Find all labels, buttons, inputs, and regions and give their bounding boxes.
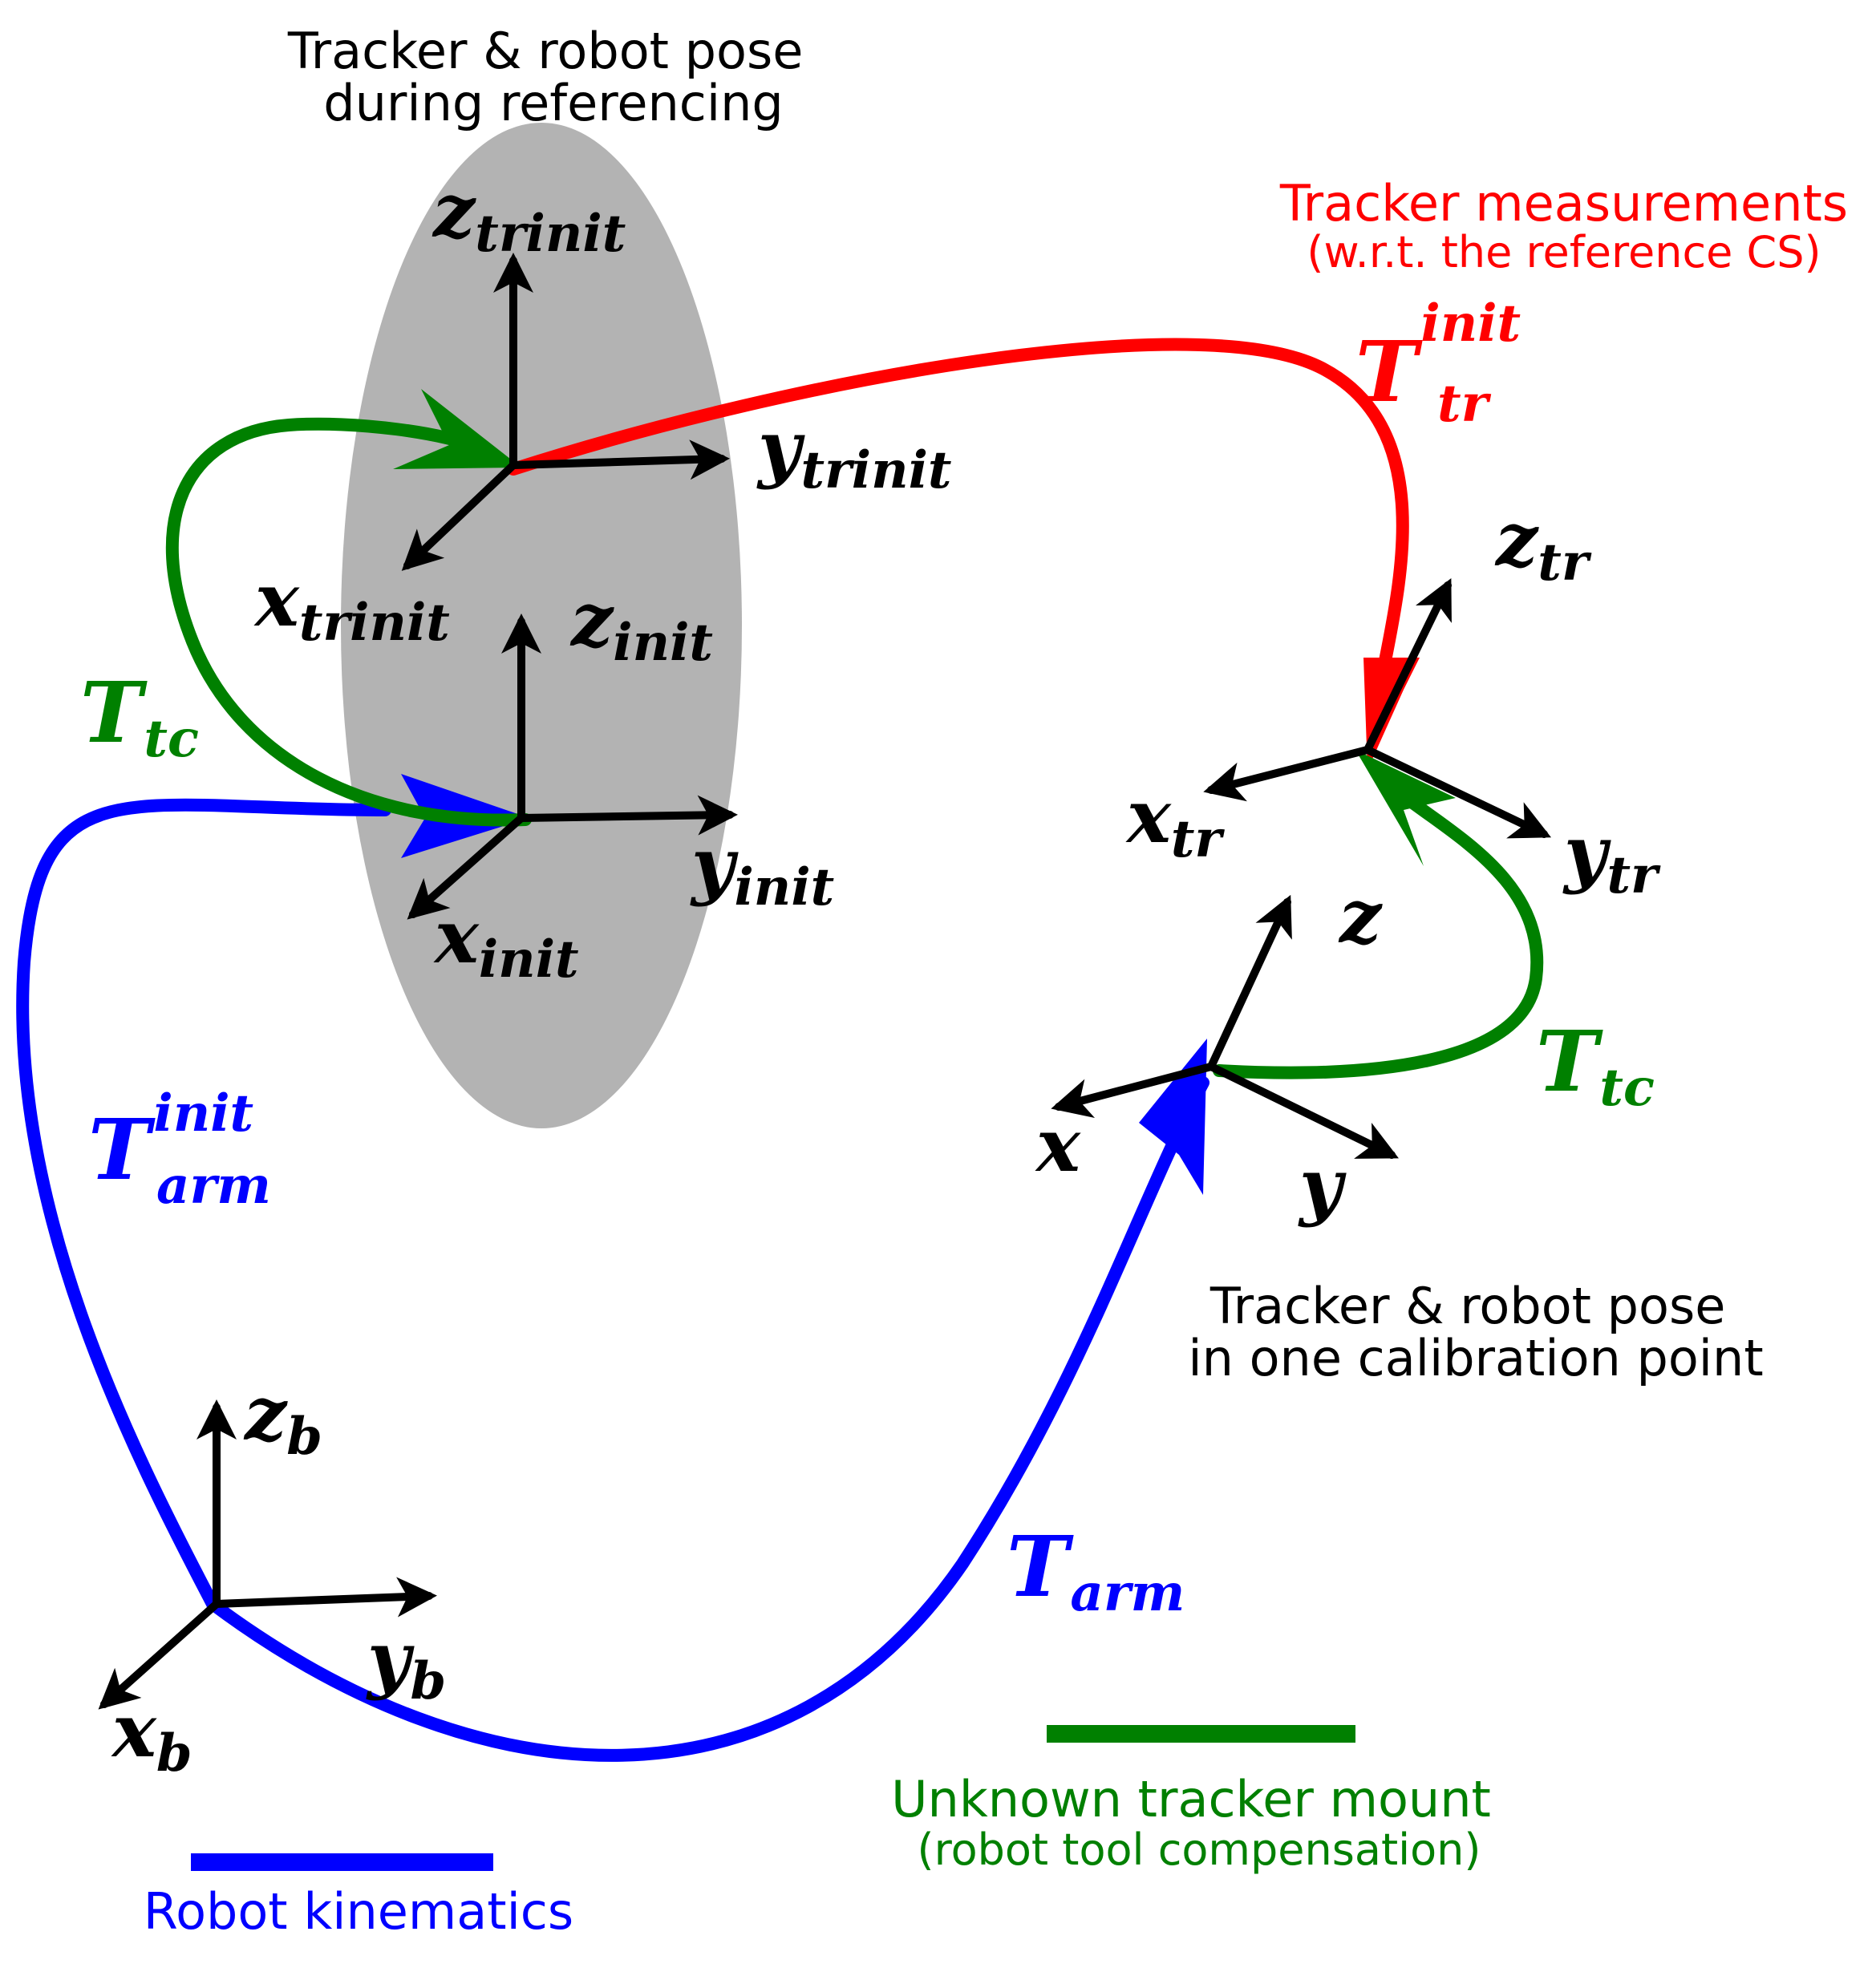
label-x-base: xb bbox=[111, 1687, 192, 1784]
referencing-region bbox=[341, 123, 742, 1128]
label-z-init: zinit bbox=[569, 577, 713, 673]
label-x-init: xinit bbox=[433, 893, 579, 990]
tracker-measurements-caption: Tracker measurements bbox=[1279, 174, 1848, 233]
arm-arrowhead bbox=[1139, 1039, 1207, 1195]
label-T-arm: Tarm bbox=[1007, 1517, 1185, 1623]
tracker-measurement-curve bbox=[507, 338, 1409, 696]
axis-x-base bbox=[98, 1600, 221, 1710]
label-x-tr: xtr bbox=[1125, 773, 1225, 869]
axis-y-tool bbox=[1207, 1063, 1399, 1159]
calibration-pose-caption: Tracker & robot pose in one calibration … bbox=[1188, 1277, 1763, 1387]
label-z-trinit: ztrinit bbox=[432, 168, 626, 264]
tracker-mount-curve-right bbox=[1213, 784, 1544, 1079]
label-z-tool: z bbox=[1338, 873, 1383, 960]
tracker-mount-arrowhead-left bbox=[393, 389, 521, 469]
axis-y-trinit bbox=[509, 439, 730, 480]
axis-z-tr bbox=[1363, 578, 1452, 754]
label-T-tc-right: Ttc bbox=[1536, 1012, 1655, 1118]
label-z-tr: ztr bbox=[1494, 496, 1592, 593]
label-y-base: yb bbox=[366, 1615, 446, 1711]
tracker-measurements-note: (w.r.t. the reference CS) bbox=[1307, 227, 1821, 277]
label-x-tool: x bbox=[1035, 1102, 1081, 1189]
legend-tracker-mount-label: Unknown tracker mount bbox=[891, 1770, 1491, 1828]
label-x-trinit: xtrinit bbox=[253, 557, 450, 653]
label-T-tc-left: Ttc bbox=[80, 663, 199, 769]
legend-tracker-mount-note: (robot tool compensation) bbox=[918, 1824, 1481, 1875]
axis-y-init bbox=[517, 795, 738, 836]
axis-y-tr bbox=[1363, 746, 1552, 839]
tracker-measurement-arrowhead bbox=[1363, 658, 1420, 770]
arm-curve bbox=[206, 1076, 1209, 1762]
arm-init-curve bbox=[16, 798, 391, 1610]
tracker-mount-curve-left bbox=[165, 417, 532, 827]
axis-y-base bbox=[213, 1577, 437, 1618]
axis-x-tool bbox=[1051, 1063, 1215, 1118]
axis-x-init bbox=[407, 814, 525, 920]
axis-z-tool bbox=[1207, 894, 1292, 1071]
tracker-mount-arrowhead-right bbox=[1355, 750, 1456, 866]
referencing-pose-caption: Tracker & robot pose during referencing bbox=[287, 22, 819, 132]
label-y-tr: ytr bbox=[1562, 809, 1661, 905]
axis-x-tr bbox=[1203, 746, 1372, 802]
legend-robot-kinematics-label: Robot kinematics bbox=[144, 1882, 573, 1941]
axis-x-trinit bbox=[401, 461, 517, 571]
label-y-tool: y bbox=[1298, 1142, 1347, 1229]
label-y-init: yinit bbox=[690, 821, 834, 917]
label-z-base: zb bbox=[243, 1371, 322, 1467]
label-y-trinit: ytrinit bbox=[756, 404, 951, 500]
